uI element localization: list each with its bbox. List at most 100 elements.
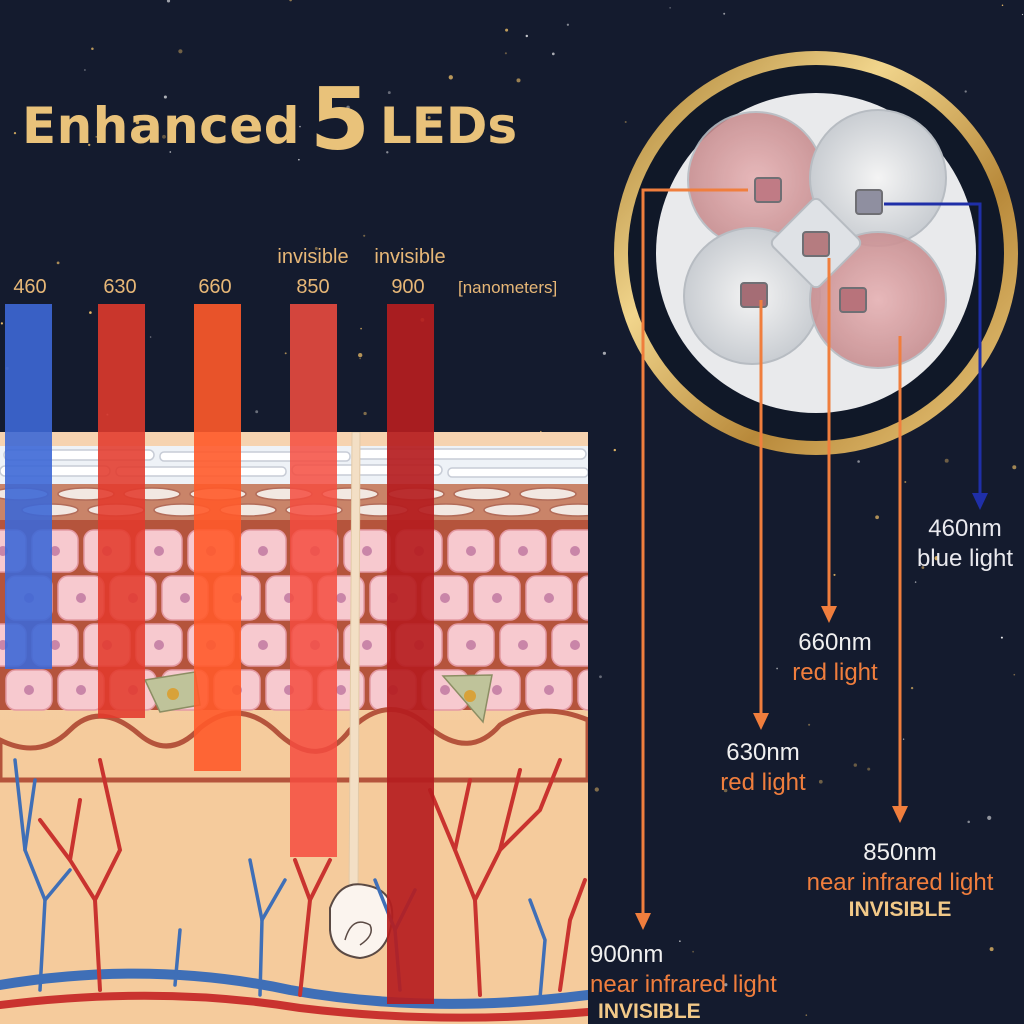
cell-nucleus: [76, 593, 86, 603]
star: [910, 686, 914, 690]
indicator-arrows: [641, 188, 982, 915]
label-460-name: blue light: [916, 545, 1014, 572]
star: [178, 49, 183, 54]
skin-cell: [577, 669, 588, 711]
star: [853, 763, 857, 767]
star: [396, 254, 399, 257]
cell-nucleus: [24, 685, 34, 695]
star: [504, 52, 507, 55]
star: [624, 120, 627, 124]
star: [163, 95, 167, 99]
star: [875, 515, 879, 520]
star: [89, 311, 92, 314]
star: [314, 247, 318, 250]
star: [566, 23, 570, 26]
cell-nucleus: [440, 685, 450, 695]
star: [386, 151, 389, 154]
star: [346, 105, 350, 110]
invisible-note-900: invisible: [374, 246, 446, 268]
cell-nucleus: [50, 546, 60, 556]
cell-nucleus: [258, 640, 268, 650]
star: [91, 47, 94, 51]
arrow-heads: [635, 493, 988, 930]
star: [284, 352, 287, 355]
star: [56, 261, 60, 265]
star: [0, 322, 3, 325]
star: [448, 75, 453, 80]
star: [934, 556, 939, 561]
cell-nucleus: [336, 685, 346, 695]
star: [613, 448, 616, 452]
star: [987, 815, 992, 820]
label-900-name: near infrared light: [590, 971, 777, 998]
led-chips: [740, 177, 883, 313]
wavelength-bar-660: [194, 304, 241, 771]
star: [363, 411, 367, 416]
label-900: 900nm near infrared light INVISIBLE: [590, 940, 824, 1024]
cell-nucleus: [76, 685, 86, 695]
cell-nucleus: [154, 640, 164, 650]
cell-nucleus: [336, 593, 346, 603]
star: [1021, 13, 1024, 16]
granular-cell: [483, 503, 541, 517]
title-number: 5: [310, 70, 370, 170]
star: [289, 0, 292, 2]
star: [964, 90, 967, 93]
label-460-wavelength: 460nm: [928, 515, 1002, 542]
star: [944, 458, 949, 463]
label-660-name: red light: [792, 659, 878, 686]
star: [967, 820, 970, 824]
star: [516, 78, 521, 83]
star: [359, 357, 361, 360]
invisible-note-850: invisible: [277, 246, 349, 268]
cell-nucleus: [180, 593, 190, 603]
star: [169, 151, 172, 153]
cell-nucleus: [518, 546, 528, 556]
cell-nucleus: [570, 640, 580, 650]
cell-nucleus: [466, 640, 476, 650]
star: [358, 352, 363, 358]
label-660: 660nm red light: [770, 628, 900, 688]
wavelength-bar-850: [290, 304, 337, 857]
unit-label: [nanometers]: [458, 278, 558, 297]
label-850: 850nm near infrared light INVISIBLE: [780, 838, 1020, 922]
label-630-name: red light: [720, 769, 806, 796]
star: [692, 950, 694, 953]
star: [921, 566, 925, 569]
granular-cell: [519, 487, 577, 501]
star: [525, 34, 529, 38]
label-900-invisible: INVISIBLE: [598, 1000, 701, 1023]
star: [505, 28, 509, 32]
cell-nucleus: [518, 640, 528, 650]
title-prefix: Enhanced: [22, 97, 301, 155]
star: [551, 52, 555, 56]
star: [360, 327, 362, 330]
label-630-wavelength: 630nm: [726, 739, 800, 766]
label-850-wavelength: 850nm: [863, 839, 937, 866]
wavelength-label-460: 460: [13, 276, 47, 298]
star: [669, 7, 671, 9]
star: [599, 675, 602, 679]
star: [724, 983, 728, 987]
star: [1000, 636, 1003, 639]
wavelength-bar-630: [98, 304, 145, 718]
cell-nucleus: [154, 546, 164, 556]
star: [808, 723, 811, 726]
star: [594, 787, 599, 792]
star: [255, 410, 259, 414]
star: [95, 136, 97, 138]
wavelength-label-900: 900: [391, 276, 425, 298]
star: [88, 143, 91, 147]
led-lenses: [683, 109, 947, 369]
star: [363, 234, 366, 237]
cell-nucleus: [362, 640, 372, 650]
star: [149, 336, 152, 338]
star: [387, 91, 391, 95]
star: [1012, 465, 1017, 470]
star: [818, 779, 823, 784]
granular-cell: [549, 503, 588, 517]
